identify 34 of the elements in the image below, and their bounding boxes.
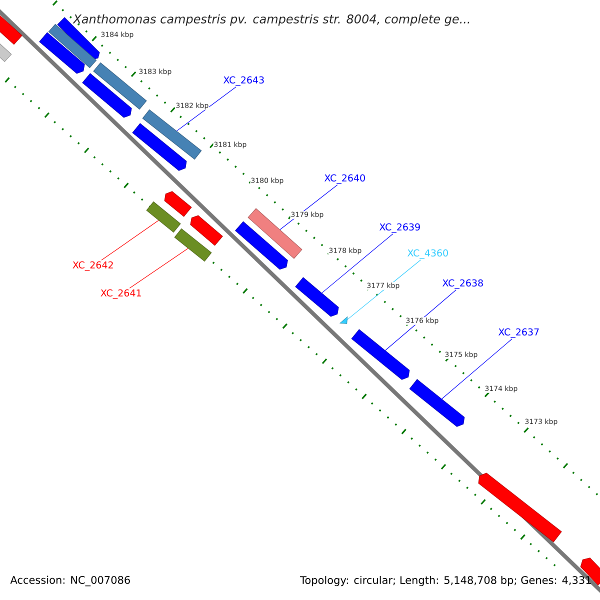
gene-label: XC_4360 [407, 249, 448, 259]
gene-bar [174, 228, 212, 262]
gene-block [82, 73, 132, 118]
leader-line [176, 86, 236, 132]
gene-label: XC_2639 [379, 223, 420, 233]
leader-line [385, 290, 456, 351]
gene-block [164, 191, 192, 217]
gene-label: XC_2643 [223, 76, 264, 86]
leader-line [129, 248, 188, 288]
footer-text: Accession: NC_007086 [10, 576, 130, 586]
leader-line [101, 220, 159, 260]
gene-label: XC_2642 [72, 261, 113, 271]
gene-block [39, 32, 85, 74]
gene-block [295, 277, 339, 317]
gene-block [235, 221, 288, 270]
gene-label: XC_2640 [324, 174, 365, 184]
gene-block [132, 123, 187, 171]
gene-block [190, 215, 223, 246]
gene-bar [0, 43, 12, 62]
footer-text: Topology: circular; Length: 5,148,708 bp; Genes: 4,331 [300, 576, 591, 586]
gene-block [351, 329, 410, 380]
gene-bar [48, 24, 97, 68]
leader-line [322, 234, 394, 294]
gene-bar [146, 202, 181, 232]
gene-label: XC_2637 [498, 328, 539, 338]
gene-bar [142, 109, 202, 160]
gene-label: XC_2638 [442, 279, 483, 289]
gene-bar [0, 15, 22, 45]
title: Xanthomonas campestris pv. campestris str. 8004, complete ge... [72, 14, 470, 26]
leader-line [442, 338, 512, 400]
gene-block [478, 472, 562, 542]
gene-triangle [340, 316, 348, 324]
gene-label: XC_2641 [100, 289, 141, 299]
gene-block [409, 379, 465, 427]
